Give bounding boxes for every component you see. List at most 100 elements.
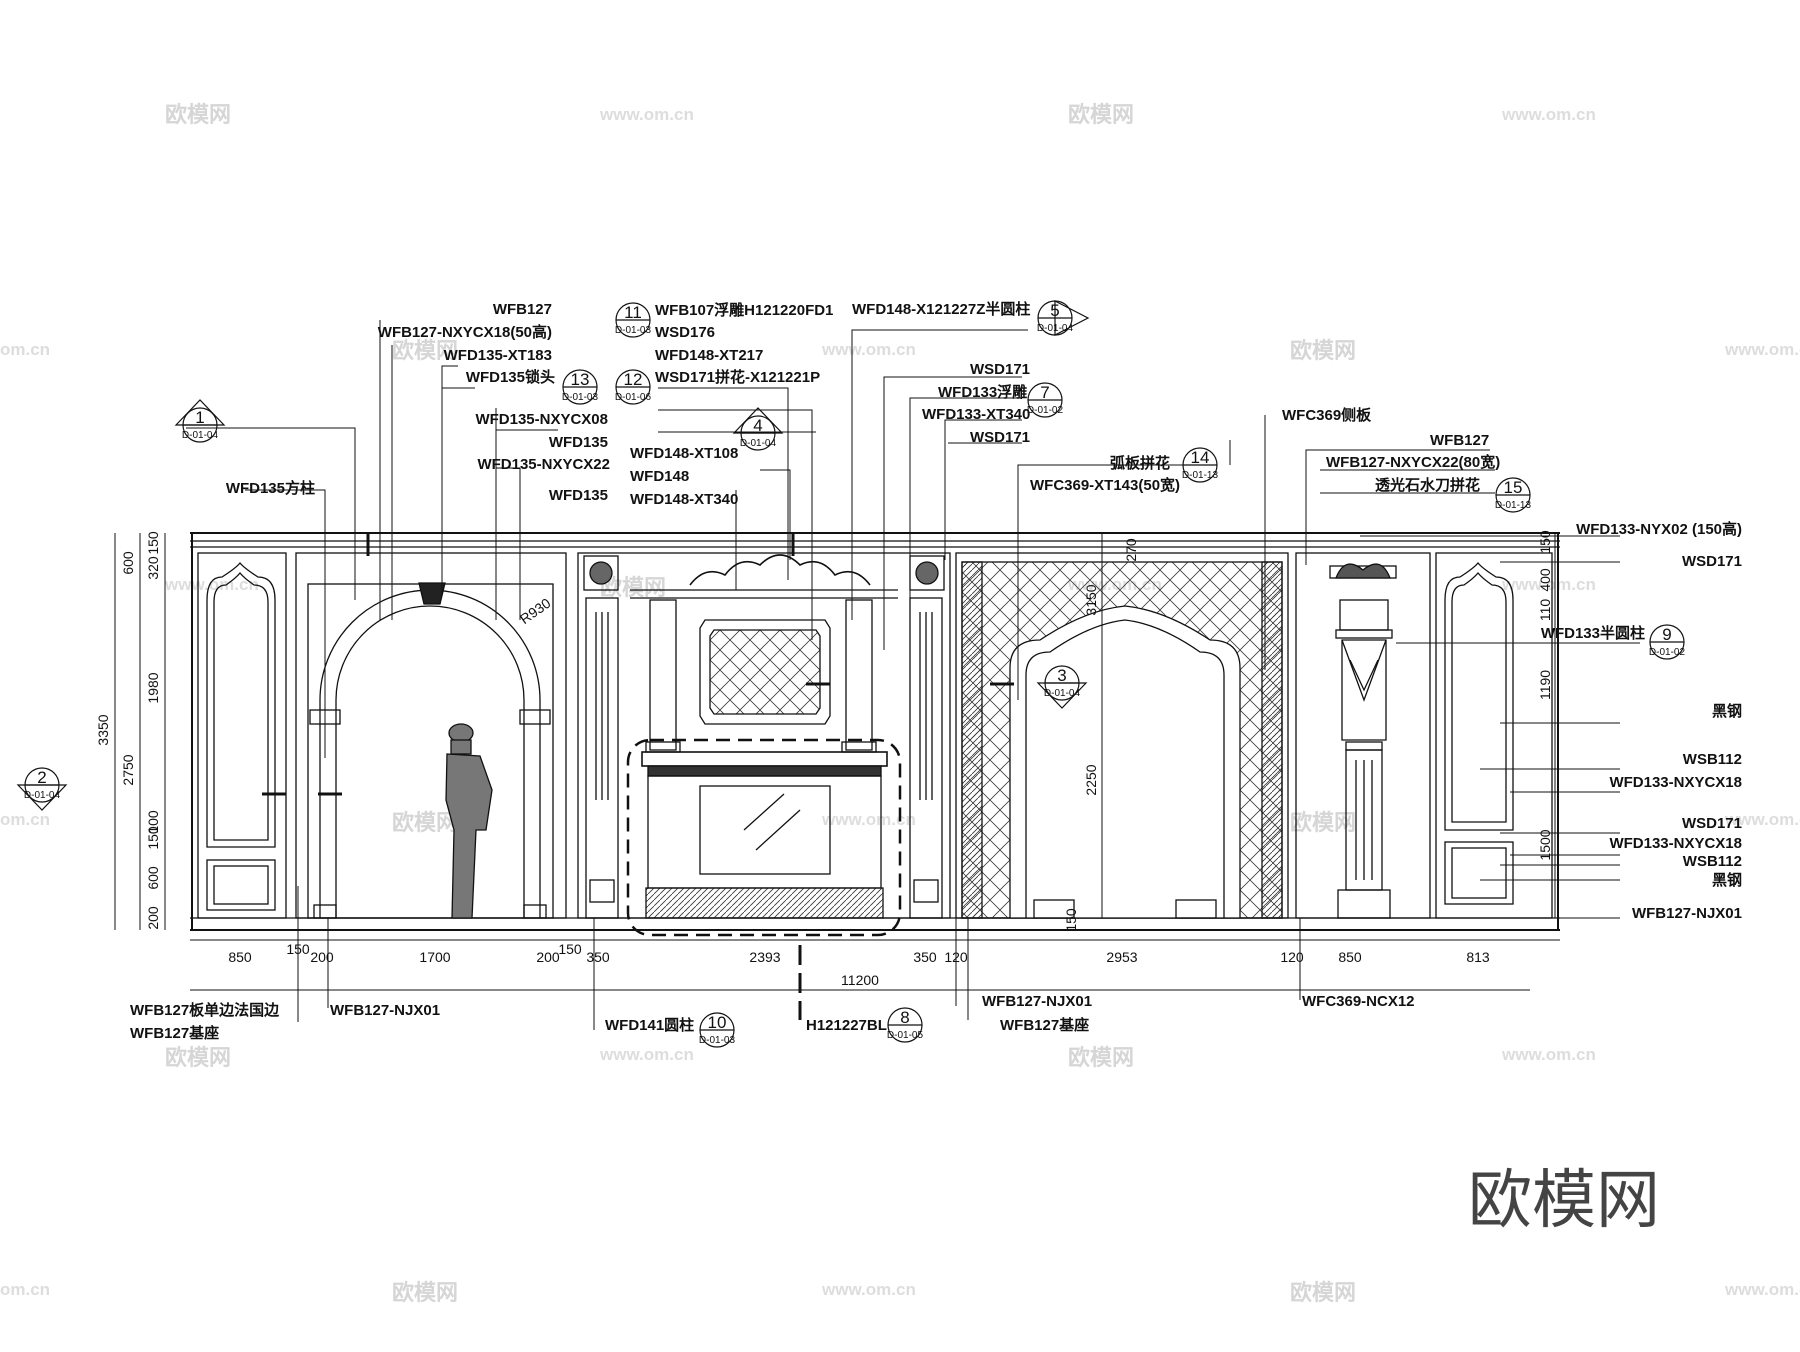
callout-13: [562, 369, 598, 405]
material-label: WFB127板单边法国边: [130, 1001, 280, 1019]
dimension-value: 2953: [1106, 949, 1137, 965]
dimension-lines: [114, 533, 1560, 991]
callout-number: 2: [37, 768, 46, 787]
callout-15: [1495, 477, 1531, 513]
dimension-total: 3350: [95, 714, 111, 745]
material-label: WFD133-XT340: [922, 406, 1030, 423]
material-label: WFD148: [630, 468, 689, 485]
material-label: WFD135: [549, 487, 608, 504]
dims-left: 150 320 1980 100 150 600 200 600 2750 33…: [95, 531, 161, 930]
labels-top-right: WFC369侧板 弧板拼花 WFC369-XT143(50宽) WFB127 W…: [1030, 406, 1500, 494]
watermark-cn: 欧模网: [392, 338, 458, 363]
dimension-value: 150: [286, 941, 310, 957]
material-label: WSB112: [1683, 751, 1742, 768]
arch-radius: R930: [517, 595, 554, 627]
labels-bottom: WFB127板单边法国边 WFB127基座 WFB127-NJX01 WFD14…: [130, 993, 1415, 1042]
callout-1: [174, 399, 226, 443]
material-label: WFD135-NXYCX22: [477, 456, 610, 473]
watermark-url: www.om.cn: [821, 810, 916, 829]
material-label: WFB127-NXYCX22(80宽): [1326, 453, 1500, 471]
watermark-url: www.om.cn: [821, 1280, 916, 1299]
callout-sheet: D-01-02: [1649, 647, 1686, 658]
material-label: WFD135方柱: [226, 479, 315, 497]
material-label: WFD133浮雕: [938, 383, 1027, 401]
dimension-value: 1980: [145, 672, 161, 703]
material-label: WFB127: [1430, 432, 1489, 449]
material-label: H121227BL: [806, 1017, 887, 1034]
material-label: WSD171: [1682, 815, 1742, 832]
watermark-url: www.om.cn: [1724, 1280, 1800, 1299]
dimension-value: 600: [145, 866, 161, 890]
material-label: 弧板拼花: [1110, 454, 1170, 472]
watermark-cn: 欧模网: [1290, 1280, 1356, 1305]
callout-sheet: D-01-04: [1037, 323, 1074, 334]
leader-lines: [186, 320, 1640, 1030]
material-label: WFD135-NXYCX08: [475, 411, 608, 428]
dimension-value: 100: [145, 810, 161, 834]
callout-number: 1: [195, 408, 204, 427]
watermark-url: www.om.cn: [599, 105, 694, 124]
dimension-value: 200: [310, 949, 334, 965]
dimension-value: 600: [120, 551, 136, 575]
dimension-value: 1190: [1537, 670, 1553, 700]
material-label: WFB127-NJX01: [982, 993, 1092, 1010]
dimension-value: 2250: [1083, 764, 1099, 795]
callout-9: [1649, 624, 1685, 660]
watermark-cn: 欧模网: [600, 575, 666, 600]
dimension-value: 320: [145, 556, 161, 580]
material-label: WFB127-NJX01: [330, 1002, 440, 1019]
dimension-value: 110: [1537, 599, 1553, 622]
callout-number: 3: [1057, 666, 1066, 685]
callout-number: 9: [1662, 625, 1671, 644]
callout-number: 12: [624, 370, 643, 389]
brand-logo: 欧模网: [1468, 1164, 1660, 1236]
watermark-url: om.cn: [0, 810, 50, 829]
watermark-cn: 欧模网: [165, 1045, 231, 1070]
callout-bubbles: [16, 300, 1685, 1048]
callout-number: 10: [708, 1013, 727, 1032]
material-label: WSD171: [1682, 553, 1742, 570]
callout-sheet: D-01-04: [740, 438, 777, 449]
material-label: WFC369-XT143(50宽): [1030, 476, 1180, 494]
watermark-url: om.cn: [0, 340, 50, 359]
watermark-layer: 欧模网 www.om.cn 欧模网 www.om.cn om.cn 欧模网 ww…: [0, 102, 1800, 1305]
callout-2: [16, 767, 68, 811]
material-label: WFD141圆柱: [605, 1016, 694, 1034]
material-label: WFD135-XT183: [444, 347, 552, 364]
watermark-cn: 欧模网: [1290, 338, 1356, 363]
dimension-value: 850: [1338, 949, 1362, 965]
person-silhouette: [445, 723, 493, 919]
wall-elevation: [190, 532, 1560, 937]
material-label: WSB112: [1683, 853, 1742, 870]
material-label: WFC369侧板: [1282, 406, 1372, 424]
callout-sheet: D-01-05: [887, 1030, 924, 1041]
dimension-value: 2393: [749, 949, 780, 965]
dimension-value: 850: [228, 949, 252, 965]
watermark-cn: 欧模网: [165, 102, 231, 127]
callout-sheet: D-01-13: [1495, 500, 1532, 511]
dimension-value: 350: [913, 949, 937, 965]
material-label: WFD148-XT217: [655, 347, 763, 364]
watermark-url: www.om.cn: [1724, 340, 1800, 359]
watermark-url: www.om.cn: [1501, 575, 1596, 594]
dimension-value: 350: [586, 949, 610, 965]
callout-7: [1027, 382, 1063, 418]
dimension-value: 1700: [419, 949, 450, 965]
watermark-cn: 欧模网: [1068, 1045, 1134, 1070]
material-label: WFD135: [549, 434, 608, 451]
callout-number: 11: [624, 303, 642, 322]
dimension-value: 150: [145, 826, 161, 850]
material-label: WFD148-XT108: [630, 445, 738, 462]
material-label: WFB127基座: [1000, 1016, 1089, 1034]
labels-top-left: WFB127 WFB127-NXYCX18(50高) WFD135-XT183 …: [226, 301, 610, 504]
watermark-cn: 欧模网: [1290, 810, 1356, 835]
dimension-value: 200: [145, 906, 161, 930]
dimension-value: 120: [944, 949, 968, 965]
dimension-value: 120: [1280, 949, 1304, 965]
callout-number: 13: [571, 370, 590, 389]
callout-sheet: D-01-06: [615, 392, 652, 403]
watermark-url: www.om.cn: [164, 575, 259, 594]
material-label: 黑钢: [1712, 871, 1742, 889]
dimension-value: 270: [1123, 538, 1139, 562]
watermark-url: www.om.cn: [1724, 810, 1800, 829]
